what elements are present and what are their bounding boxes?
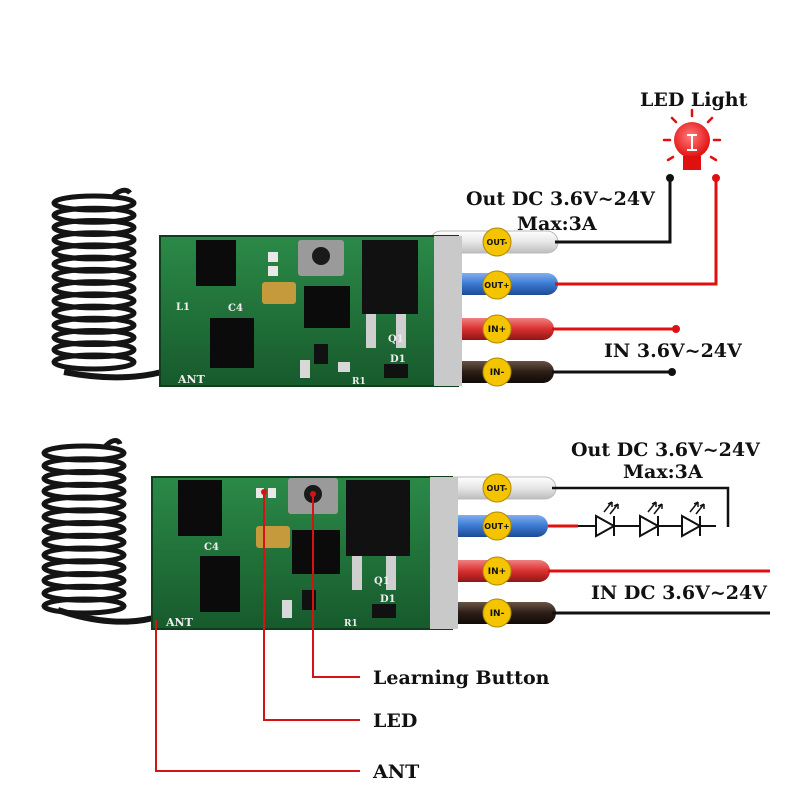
crystal-2 xyxy=(256,526,290,548)
chip-1b xyxy=(210,318,254,368)
in-dc-label-2: IN DC 3.6V~24V xyxy=(591,582,768,604)
antenna-tip-2 xyxy=(102,438,123,450)
board-label-l1-1: L1 xyxy=(176,302,190,313)
board-label-d1-1: D1 xyxy=(390,354,406,365)
pin-label-out-plus-1: OUT+ xyxy=(484,281,509,290)
callout-line-ant xyxy=(155,620,360,772)
board-label-c4-2: C4 xyxy=(204,542,219,553)
antenna-coil-2 xyxy=(41,443,127,616)
chip-2b xyxy=(200,556,240,612)
mosfet-2 xyxy=(346,480,410,556)
antenna-lead-2 xyxy=(57,607,161,625)
max-label-2: Max:3A xyxy=(623,461,703,483)
board-label-c4-1: C4 xyxy=(228,303,243,314)
pin-label-out-minus-1: OUT- xyxy=(487,238,508,247)
module-2: ANT C4 Q1 D1 R1 OUT- OUT+ IN+ IN- Out DC… xyxy=(41,438,770,783)
pin-out-minus-1 xyxy=(482,227,512,257)
led-indicator-2 xyxy=(256,488,264,498)
chip-2a xyxy=(178,480,222,536)
board-label-r1-2: R1 xyxy=(344,619,358,629)
out-dc-label-2: Out DC 3.6V~24V xyxy=(571,439,761,461)
pin-label-out-minus-2: OUT- xyxy=(487,484,508,493)
board-label-q1-2: Q1 xyxy=(374,576,390,587)
led-light-label: LED Light xyxy=(640,89,748,111)
pin-out-minus-2 xyxy=(482,473,512,503)
pin-out-plus-2 xyxy=(482,511,512,541)
pin-out-plus-1 xyxy=(482,270,512,300)
led-diode-icon-3 xyxy=(681,501,705,538)
pin-label-in-minus-1: IN- xyxy=(490,368,505,378)
lead-out-minus-1 xyxy=(555,181,672,244)
module-1: ANT C4 L1 Q1 D1 R1 OUT- OUT+ IN+ IN- LED… xyxy=(51,89,748,387)
callout-line-led xyxy=(263,492,360,721)
out-dc-label-1: Out DC 3.6V~24V xyxy=(466,188,656,210)
board-label-ant-2: ANT xyxy=(165,616,194,629)
callout-learning-button: Learning Button xyxy=(373,667,550,689)
antenna-coil-turn xyxy=(51,352,137,372)
chip-1a xyxy=(196,240,236,286)
pin-label-out-plus-2: OUT+ xyxy=(484,522,509,531)
led-bulb-icon xyxy=(662,108,722,170)
led-diode-icon-2 xyxy=(639,501,663,538)
in-dc-label-1: IN 3.6V~24V xyxy=(604,340,743,362)
antenna-coil-1 xyxy=(51,193,137,372)
mosfet-1 xyxy=(362,240,418,314)
pcb-edge-2 xyxy=(430,477,458,629)
max-label-1: Max:3A xyxy=(517,213,597,235)
transistor-1 xyxy=(304,286,350,328)
lead-out-minus-2 xyxy=(552,486,730,527)
antenna-tip-1 xyxy=(110,187,132,200)
led-diode-icon-1 xyxy=(595,501,619,538)
board-label-r1-1: R1 xyxy=(352,377,366,387)
board-label-d1-2: D1 xyxy=(380,594,396,605)
pin-label-in-plus-1: IN+ xyxy=(488,325,506,335)
pin-label-in-plus-2: IN+ xyxy=(488,567,506,577)
pcb-edge-1 xyxy=(434,236,462,386)
pin-in-minus-1 xyxy=(482,357,512,387)
pin-in-minus-2 xyxy=(482,598,512,628)
board-label-q1-1: Q1 xyxy=(388,334,404,345)
pin-in-plus-1 xyxy=(482,314,512,344)
callout-ant: ANT xyxy=(372,761,419,783)
callout-line-learning-button xyxy=(312,494,360,678)
pin-label-in-minus-2: IN- xyxy=(490,609,505,619)
board-label-ant-1: ANT xyxy=(177,373,206,386)
transistor-2 xyxy=(292,530,340,574)
callout-led: LED xyxy=(373,710,417,732)
lead-out-plus-1 xyxy=(555,181,718,286)
antenna-coil-turn xyxy=(41,596,127,616)
crystal-1 xyxy=(262,282,296,304)
antenna-lead-1 xyxy=(63,369,163,381)
pin-in-plus-2 xyxy=(482,556,512,586)
